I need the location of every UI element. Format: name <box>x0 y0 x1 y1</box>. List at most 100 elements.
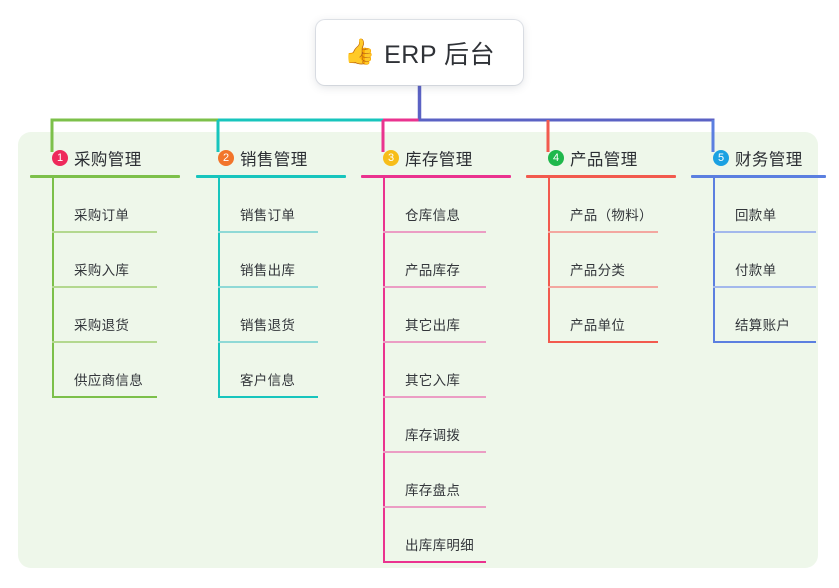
leaf-node[interactable]: 仓库信息 <box>383 178 511 233</box>
leaf-rule <box>548 231 658 233</box>
leaf-node[interactable]: 采购入库 <box>52 233 180 288</box>
branch-spine <box>713 178 715 343</box>
leaf-label: 销售出库 <box>240 263 296 278</box>
leaf-rule <box>52 231 157 233</box>
branch-title: 财务管理 <box>735 151 803 169</box>
leaf-rule <box>52 286 157 288</box>
leaf-rule <box>548 286 658 288</box>
leaf-node[interactable]: 产品库存 <box>383 233 511 288</box>
branch-column-4: 4 产品管理产品（物料） 产品分类产品单位 <box>526 145 676 343</box>
branch-leaf-list: 采购订单采购入库采购退货供应商信息 <box>52 178 180 398</box>
leaf-rule <box>383 506 486 508</box>
branch-title: 产品管理 <box>570 151 638 169</box>
leaf-label: 采购订单 <box>74 208 130 223</box>
branch-header-2[interactable]: 2 销售管理 <box>196 145 346 171</box>
leaf-rule <box>52 396 157 398</box>
leaf-rule <box>218 396 318 398</box>
root-node[interactable]: 👍 ERP 后台 <box>316 20 523 85</box>
leaf-label: 产品库存 <box>405 263 461 278</box>
leaf-node[interactable]: 出库库明细 <box>383 508 511 563</box>
leaf-label: 销售订单 <box>240 208 296 223</box>
leaf-node[interactable]: 库存调拨 <box>383 398 511 453</box>
branch-title: 采购管理 <box>74 151 142 169</box>
leaf-label: 回款单 <box>735 208 777 223</box>
branch-number-badge: 1 <box>52 150 68 166</box>
leaf-rule <box>383 451 486 453</box>
branch-leaf-list: 销售订单销售出库销售退货客户信息 <box>218 178 346 398</box>
branch-title: 销售管理 <box>240 151 308 169</box>
branch-header-rule <box>361 175 511 178</box>
branch-leaf-list: 回款单付款单结算账户 <box>713 178 826 343</box>
leaf-label: 采购入库 <box>74 263 130 278</box>
leaf-node[interactable]: 销售出库 <box>218 233 346 288</box>
branch-number-badge: 4 <box>548 150 564 166</box>
leaf-rule <box>383 396 486 398</box>
leaf-node[interactable]: 客户信息 <box>218 343 346 398</box>
leaf-label: 其它出库 <box>405 318 461 333</box>
leaf-label: 供应商信息 <box>74 373 143 388</box>
branch-spine <box>52 178 54 398</box>
branch-leaf-list: 产品（物料） 产品分类产品单位 <box>548 178 676 343</box>
branch-column-3: 3 库存管理仓库信息产品库存其它出库其它入库库存调拨库存盘点出库库明细 <box>361 145 511 563</box>
leaf-rule <box>548 341 658 343</box>
branch-title: 库存管理 <box>405 151 473 169</box>
leaf-node[interactable]: 其它出库 <box>383 288 511 343</box>
leaf-node[interactable]: 回款单 <box>713 178 826 233</box>
leaf-rule <box>52 341 157 343</box>
branch-spine <box>218 178 220 398</box>
leaf-node[interactable]: 产品（物料） <box>548 178 676 233</box>
leaf-label: 出库库明细 <box>405 538 474 553</box>
leaf-node[interactable]: 库存盘点 <box>383 453 511 508</box>
leaf-node[interactable]: 产品单位 <box>548 288 676 343</box>
leaf-rule <box>713 231 816 233</box>
leaf-node[interactable]: 供应商信息 <box>52 343 180 398</box>
leaf-node[interactable]: 结算账户 <box>713 288 826 343</box>
leaf-node[interactable]: 其它入库 <box>383 343 511 398</box>
branch-spine <box>548 178 550 343</box>
branch-column-5: 5 财务管理回款单付款单结算账户 <box>691 145 826 343</box>
leaf-rule <box>713 286 816 288</box>
leaf-node[interactable]: 采购订单 <box>52 178 180 233</box>
leaf-node[interactable]: 产品分类 <box>548 233 676 288</box>
leaf-label: 仓库信息 <box>405 208 461 223</box>
leaf-rule <box>218 231 318 233</box>
leaf-rule <box>383 286 486 288</box>
branch-spine <box>383 178 385 563</box>
leaf-rule <box>383 561 486 563</box>
branch-header-3[interactable]: 3 库存管理 <box>361 145 511 171</box>
leaf-node[interactable]: 付款单 <box>713 233 826 288</box>
branch-number-badge: 5 <box>713 150 729 166</box>
leaf-rule <box>713 341 816 343</box>
leaf-label: 采购退货 <box>74 318 130 333</box>
branch-header-rule <box>691 175 826 178</box>
leaf-node[interactable]: 采购退货 <box>52 288 180 343</box>
diagram-background-panel <box>18 132 818 568</box>
root-title: ERP 后台 <box>384 40 496 69</box>
branch-header-1[interactable]: 1 采购管理 <box>30 145 180 171</box>
leaf-label: 库存调拨 <box>405 428 461 443</box>
leaf-node[interactable]: 销售订单 <box>218 178 346 233</box>
leaf-rule <box>383 341 486 343</box>
branch-header-rule <box>196 175 346 178</box>
branch-header-rule <box>30 175 180 178</box>
leaf-rule <box>218 286 318 288</box>
branch-header-5[interactable]: 5 财务管理 <box>691 145 826 171</box>
branch-column-2: 2 销售管理销售订单销售出库销售退货客户信息 <box>196 145 346 398</box>
branch-header-4[interactable]: 4 产品管理 <box>526 145 676 171</box>
leaf-label: 其它入库 <box>405 373 461 388</box>
leaf-label: 销售退货 <box>240 318 296 333</box>
leaf-label: 产品分类 <box>570 263 626 278</box>
thumbs-up-icon: 👍 <box>343 38 376 66</box>
leaf-label: 产品（物料） <box>570 208 653 223</box>
branch-leaf-list: 仓库信息产品库存其它出库其它入库库存调拨库存盘点出库库明细 <box>383 178 511 563</box>
leaf-node[interactable]: 销售退货 <box>218 288 346 343</box>
branch-column-1: 1 采购管理采购订单采购入库采购退货供应商信息 <box>30 145 180 398</box>
leaf-label: 产品单位 <box>570 318 626 333</box>
leaf-label: 结算账户 <box>735 318 791 333</box>
leaf-label: 客户信息 <box>240 373 296 388</box>
leaf-label: 付款单 <box>735 263 777 278</box>
branch-number-badge: 2 <box>218 150 234 166</box>
branch-number-badge: 3 <box>383 150 399 166</box>
leaf-rule <box>218 341 318 343</box>
